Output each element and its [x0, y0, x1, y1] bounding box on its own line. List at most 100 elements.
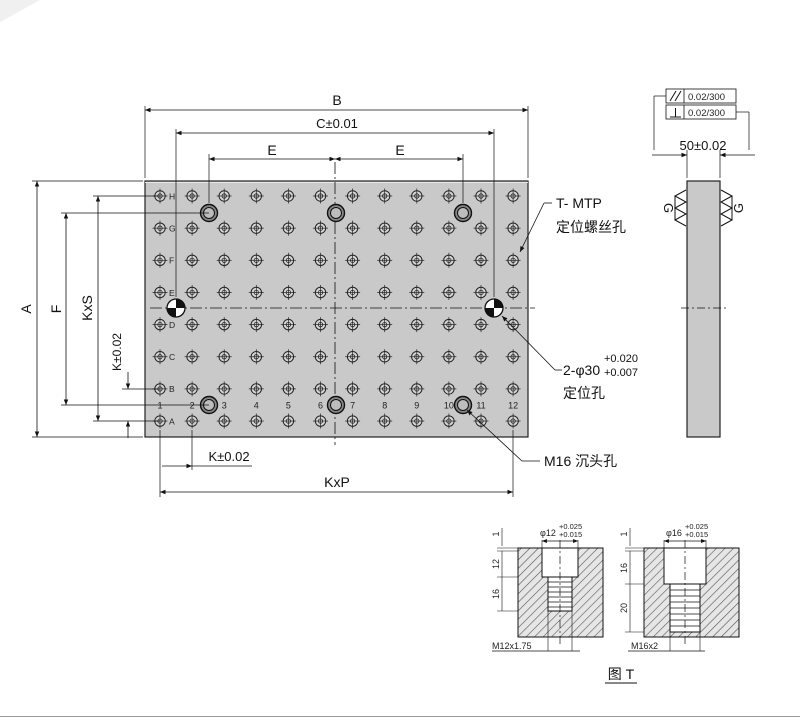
tmtp-hole — [184, 317, 200, 333]
tmtp-hole — [184, 284, 200, 300]
tmtp-hole — [152, 252, 168, 268]
dim-label-E-left: E — [267, 142, 276, 158]
detail-section-m16: φ16 +0.025 +0.015 1 16 20 M16x2 — [619, 522, 740, 652]
tmtp-hole — [505, 349, 521, 365]
row-label: E — [169, 288, 175, 298]
side-view: 0.02/300 0.02/300 50±0.02 G — [652, 88, 755, 438]
tmtp-hole — [473, 349, 489, 365]
tmtp-hole — [345, 188, 361, 204]
m12-tol-lower: +0.015 — [559, 530, 582, 539]
hole-grid — [152, 188, 521, 429]
tmtp-hole — [216, 284, 232, 300]
m16-dim-2: 16 — [619, 563, 629, 573]
pin-hole-callout: 2-φ30 +0.020 +0.007 定位孔 — [501, 315, 638, 401]
tmtp-hole — [505, 284, 521, 300]
tmtp-hole — [377, 413, 393, 429]
tmtp-hole — [473, 252, 489, 268]
dimension-K-vertical: K±0.02 — [110, 333, 160, 438]
tmtp-hole — [441, 349, 457, 365]
tmtp-hole — [441, 252, 457, 268]
tmtp-hole — [441, 220, 457, 236]
tmtp-hole — [409, 317, 425, 333]
dimension-K-horizontal: K±0.02 — [159, 430, 252, 497]
grind-label-left: G — [661, 203, 676, 213]
side-view-body — [686, 180, 721, 438]
counterbore-hole — [326, 203, 346, 223]
locating-pin-hole-left — [166, 298, 186, 318]
dimension-E: E E — [208, 142, 464, 203]
tmtp-hole — [377, 317, 393, 333]
tmtp-hole — [248, 188, 264, 204]
row-label: A — [169, 416, 175, 426]
tmtp-hole — [216, 349, 232, 365]
tmtp-hole — [216, 413, 232, 429]
grinding-mark-left: G — [661, 189, 688, 227]
tmtp-hole — [345, 413, 361, 429]
row-label: G — [169, 223, 176, 233]
column-label: 9 — [414, 400, 419, 410]
tmtp-hole — [313, 188, 328, 204]
tmtp-hole — [505, 188, 521, 204]
detail-caption: 图 T — [605, 666, 637, 684]
tmtp-hole — [377, 284, 393, 300]
m16-thread: M16x2 — [631, 641, 658, 651]
tmtp-hole — [409, 188, 425, 204]
tmtp-hole — [152, 349, 168, 365]
counterbore-hole — [326, 395, 346, 415]
pin-hole-size: 2-φ30 — [563, 362, 600, 378]
tmtp-hole — [184, 413, 200, 429]
page-corner — [0, 0, 40, 22]
tmtp-hole — [216, 317, 232, 333]
dimension-KxP: KxP — [160, 430, 514, 497]
tmtp-hole — [216, 381, 232, 397]
tmtp-hole — [473, 317, 489, 333]
dim-label-C: C±0.01 — [316, 116, 358, 131]
tmtp-hole — [473, 188, 489, 204]
tmtp-hole — [152, 284, 168, 300]
tmtp-hole — [280, 188, 296, 204]
tmtp-hole — [441, 284, 457, 300]
m16-dia: φ16 — [666, 528, 682, 538]
tmtp-label-line2: 定位螺丝孔 — [556, 219, 626, 235]
tmtp-hole — [184, 188, 200, 204]
dimension-B: B — [144, 92, 529, 178]
tmtp-hole — [313, 413, 328, 429]
m16-counterbore-holes — [199, 203, 473, 415]
tmtp-hole — [473, 284, 489, 300]
column-label: 10 — [444, 400, 454, 410]
row-label: C — [169, 352, 175, 362]
tmtp-hole — [280, 317, 296, 333]
column-label: 2 — [190, 400, 195, 410]
bottom-divider — [0, 716, 800, 717]
tmtp-hole — [280, 284, 296, 300]
tmtp-hole — [409, 413, 425, 429]
tmtp-hole — [216, 220, 232, 236]
tmtp-hole — [505, 413, 521, 429]
tmtp-hole — [473, 381, 489, 397]
counterbore-hole — [453, 395, 473, 415]
dim-label-F: F — [48, 305, 64, 314]
tmtp-hole — [313, 252, 328, 268]
counterbore-hole — [453, 203, 473, 223]
row-label: D — [169, 320, 175, 330]
column-label: 7 — [350, 400, 355, 410]
locating-pin-hole-right — [484, 298, 504, 318]
m16-tol-upper: +0.025 — [685, 522, 708, 531]
tmtp-callout: T- MTP 定位螺丝孔 — [519, 195, 626, 253]
m12-dim-2: 12 — [491, 559, 501, 569]
column-label: 1 — [157, 400, 162, 410]
tmtp-hole — [377, 381, 393, 397]
m12-dim-3: 16 — [491, 589, 501, 599]
tmtp-hole — [409, 252, 425, 268]
pin-hole-tol-lower: +0.007 — [604, 367, 638, 379]
tolerance-frame-parallelism: 0.02/300 — [665, 88, 737, 104]
tmtp-hole — [313, 317, 328, 333]
grinding-mark-right: G — [719, 189, 746, 227]
tmtp-hole — [184, 252, 200, 268]
pin-hole-label: 定位孔 — [563, 385, 605, 401]
parallelism-value: 0.02/300 — [688, 92, 725, 103]
tmtp-hole — [280, 252, 296, 268]
tmtp-hole — [505, 252, 521, 268]
